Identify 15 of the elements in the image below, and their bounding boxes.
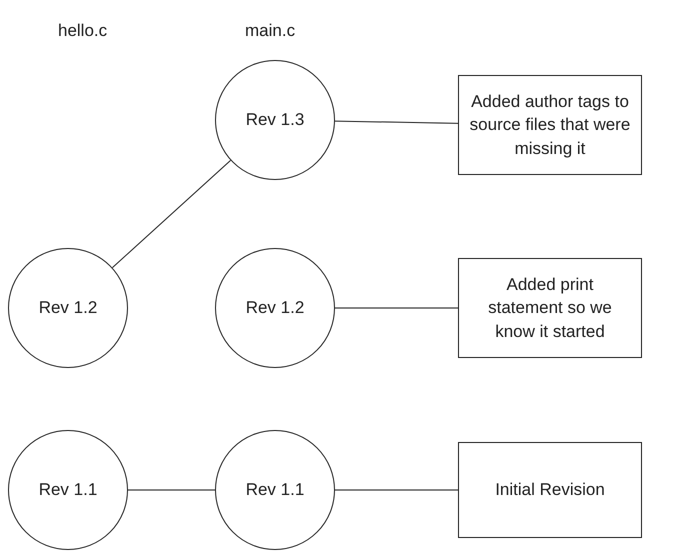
connector-line (334, 120, 458, 124)
comment-text: Added print statement so we know it started (487, 274, 613, 343)
comment-box (458, 258, 642, 358)
revision-label: Rev 1.3 (246, 109, 304, 132)
revision-label: Rev 1.1 (246, 479, 304, 502)
comment-box (458, 75, 642, 175)
revision-label: Rev 1.2 (38, 297, 98, 320)
column-label: main.c (245, 20, 296, 42)
comment-box (458, 442, 642, 538)
revision-label: Rev 1.1 (38, 479, 98, 502)
revision-label: Rev 1.2 (246, 297, 304, 320)
comment-text: Added author tags to source files that were missing it (468, 90, 632, 160)
column-label: hello.c (58, 20, 108, 42)
comment-text: Initial Revision (495, 479, 605, 502)
connector-line (112, 160, 232, 268)
